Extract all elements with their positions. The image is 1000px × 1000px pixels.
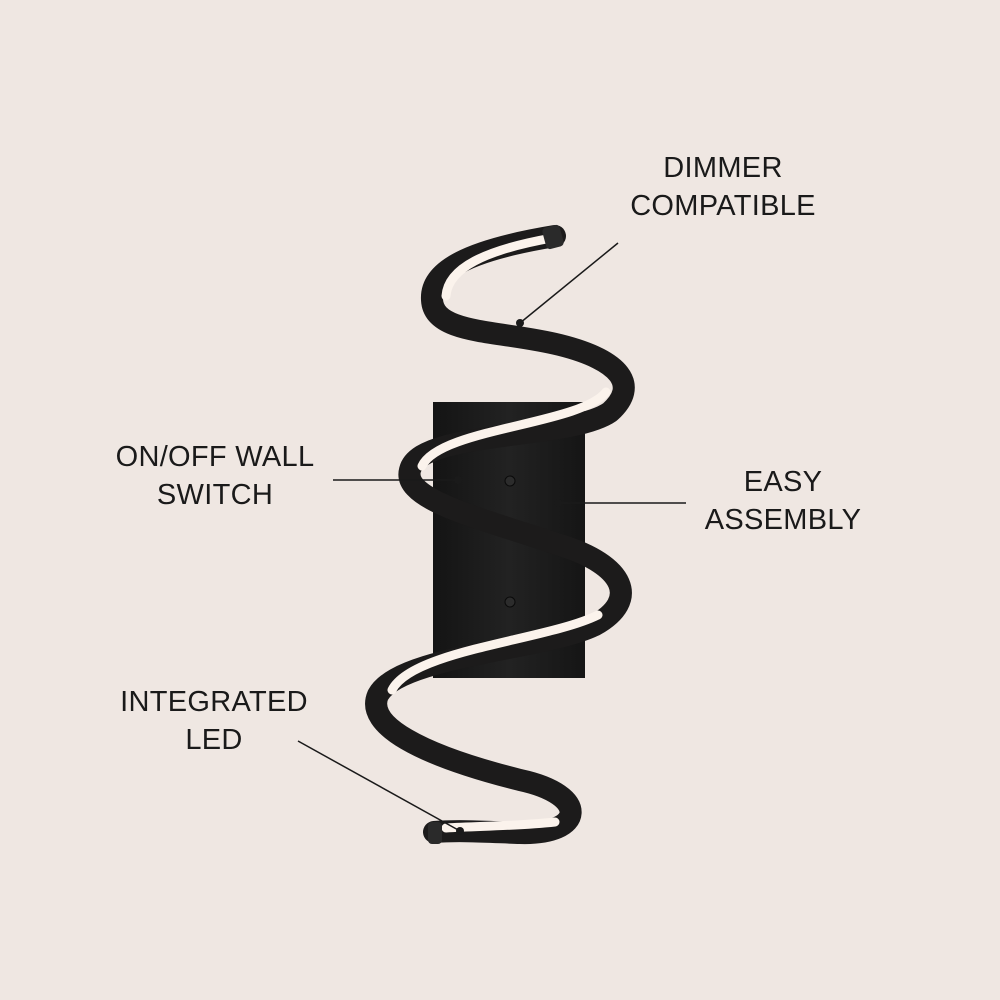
mounting-screw-bottom bbox=[504, 596, 516, 608]
assembly-line2: ASSEMBLY bbox=[704, 504, 862, 536]
dimmer-line1: DIMMER bbox=[663, 152, 783, 184]
dimmer-compatible-label: DIMMER COMPATIBLE bbox=[598, 149, 848, 225]
bottom-end-cap bbox=[428, 822, 442, 844]
mounting-screw-top bbox=[504, 475, 516, 487]
callout-dots bbox=[454, 319, 562, 835]
switch-line1: ON/OFF WALL bbox=[115, 441, 315, 473]
dimmer-line2: COMPATIBLE bbox=[630, 190, 816, 222]
led-line1: INTEGRATED bbox=[120, 686, 308, 718]
led-line2: LED bbox=[185, 724, 243, 756]
switch-line2: SWITCH bbox=[156, 479, 274, 511]
wall-switch-label: ON/OFF WALL SWITCH bbox=[85, 438, 345, 514]
callout-lines bbox=[297, 242, 686, 832]
top-end-cap bbox=[542, 224, 564, 250]
easy-assembly-label: EASY ASSEMBLY bbox=[668, 463, 898, 539]
assembly-line1: EASY bbox=[743, 466, 823, 498]
integrated-led-strip bbox=[387, 233, 611, 833]
integrated-led-label: INTEGRATED LED bbox=[94, 683, 334, 759]
spiral-tube bbox=[365, 225, 635, 845]
